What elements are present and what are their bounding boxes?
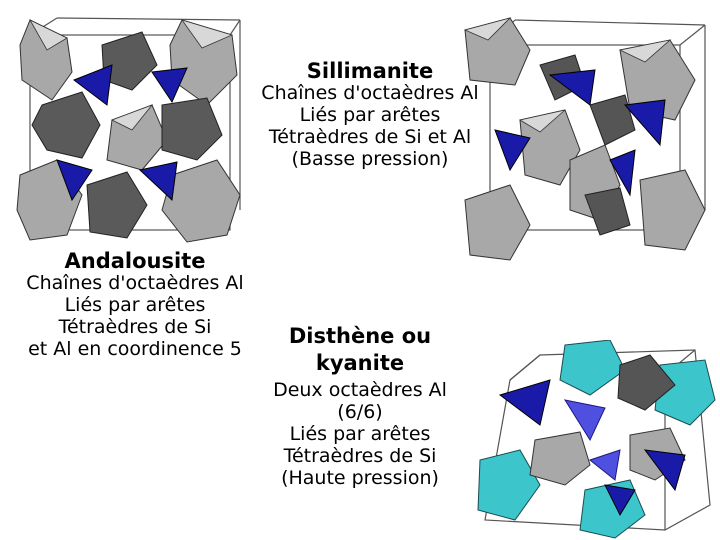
andalousite-line-4: et Al en coordinence 5	[10, 338, 260, 360]
andalousite-structure-image	[12, 10, 244, 245]
disthene-label: Disthène ou kyanite Deux octaèdres Al (6…	[255, 323, 465, 489]
disthene-line-1: Deux octaèdres Al	[255, 379, 465, 401]
sillimanite-line-2: Liés par arêtes	[250, 104, 490, 126]
kyanite-structure-image	[470, 340, 718, 540]
andalousite-title: Andalousite	[10, 250, 260, 272]
sillimanite-line-3: Tétraèdres de Si et Al	[250, 126, 490, 148]
disthene-line-2: (6/6)	[255, 401, 465, 423]
andalousite-label: Andalousite Chaînes d'octaèdres Al Liés …	[10, 250, 260, 360]
disthene-title-line-1: Disthène ou	[255, 323, 465, 350]
disthene-title-line-2: kyanite	[255, 350, 465, 377]
disthene-line-4: Tétraèdres de Si	[255, 445, 465, 467]
sillimanite-title: Sillimanite	[250, 60, 490, 82]
andalousite-line-2: Liés par arêtes	[10, 294, 260, 316]
sillimanite-label: Sillimanite Chaînes d'octaèdres Al Liés …	[250, 60, 490, 170]
sillimanite-line-1: Chaînes d'octaèdres Al	[250, 82, 490, 104]
disthene-line-5: (Haute pression)	[255, 467, 465, 489]
disthene-line-3: Liés par arêtes	[255, 423, 465, 445]
sillimanite-structure-image	[460, 10, 710, 265]
sillimanite-line-4: (Basse pression)	[250, 148, 490, 170]
andalousite-line-3: Tétraèdres de Si	[10, 316, 260, 338]
andalousite-line-1: Chaînes d'octaèdres Al	[10, 272, 260, 294]
